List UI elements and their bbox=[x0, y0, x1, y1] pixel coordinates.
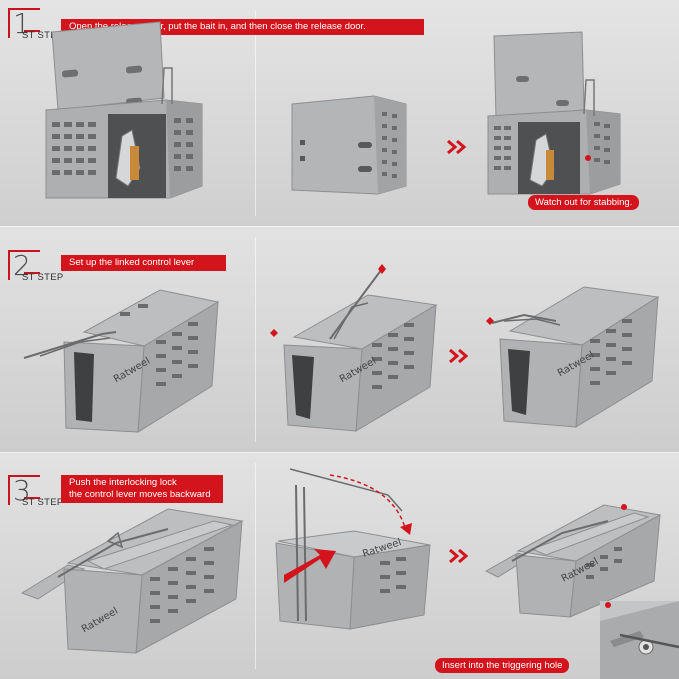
stabbing-warning-callout: Watch out for stabbing. bbox=[528, 195, 640, 210]
step-label: ST STEP bbox=[22, 272, 64, 283]
divider bbox=[255, 237, 256, 442]
double-chevron-right-icon bbox=[449, 349, 469, 363]
step-number: 3 bbox=[13, 474, 31, 507]
trap-open-door-image bbox=[45, 21, 203, 199]
step-1-badge: 1 ST STEP bbox=[8, 7, 63, 48]
trap-final-image bbox=[484, 504, 662, 618]
triggering-hole-closeup-image bbox=[600, 601, 679, 679]
badge-frame bbox=[8, 250, 40, 280]
step-3-instruction: Push the interlocking lock the control l… bbox=[61, 475, 223, 503]
trap-lever-image-2 bbox=[270, 264, 438, 432]
step-3-panel: 3 ST STEP Push the interlocking lock the… bbox=[0, 452, 679, 679]
step-2-instruction: Set up the linked control lever bbox=[61, 255, 226, 271]
badge-frame bbox=[8, 8, 40, 38]
divider bbox=[255, 463, 256, 669]
triggering-hole-callout: Insert into the triggering hole bbox=[435, 658, 570, 673]
double-chevron-right-icon bbox=[449, 549, 469, 563]
trap-closed-image bbox=[291, 95, 407, 195]
instruction-line-2: the control lever moves backward bbox=[69, 488, 211, 500]
step-number: 1 bbox=[13, 7, 31, 40]
step-label: ST STEP bbox=[22, 30, 64, 41]
step-number: 2 bbox=[13, 249, 31, 282]
trap-baited-image bbox=[487, 31, 621, 195]
trap-lever-image-3 bbox=[486, 286, 660, 428]
step-2-badge: 2 ST STEP bbox=[8, 249, 63, 290]
step-3-badge: 3 ST STEP bbox=[8, 474, 63, 515]
trap-lever-image-1 bbox=[23, 289, 220, 433]
step-1-panel: 1 ST STEP Open the release door, put the… bbox=[0, 0, 679, 226]
step-label: ST STEP bbox=[22, 497, 64, 508]
divider bbox=[255, 10, 256, 216]
trap-locked-image bbox=[20, 508, 244, 654]
badge-frame bbox=[8, 475, 40, 505]
instruction-line-1: Push the interlocking lock bbox=[69, 477, 177, 488]
trap-lever-backward-image bbox=[275, 468, 431, 630]
double-chevron-right-icon bbox=[447, 140, 467, 154]
step-2-panel: 2 ST STEP Set up the linked control leve… bbox=[0, 226, 679, 452]
